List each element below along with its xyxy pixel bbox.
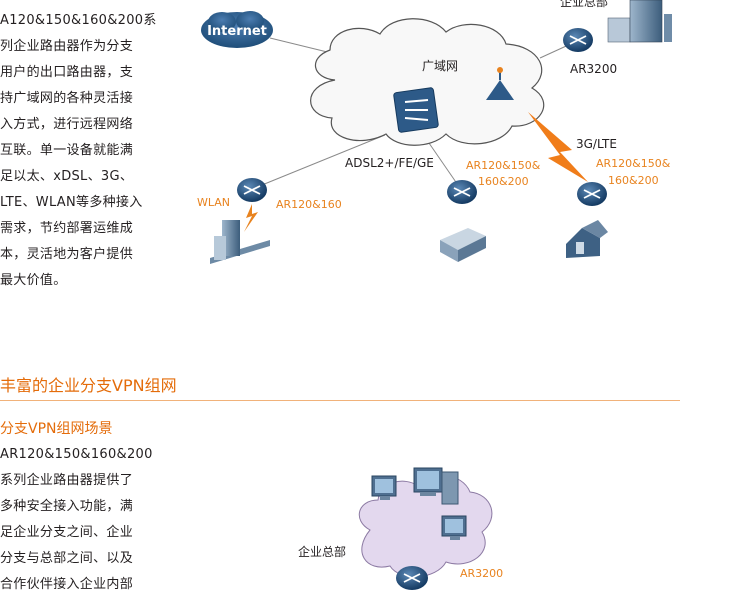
- core-switch-icon: [393, 87, 439, 133]
- branch3-router-label-line2: 160&200: [608, 174, 659, 187]
- branch2-router-label-line2: 160&200: [478, 175, 529, 188]
- branch2-router-label-line1: AR120&150&: [466, 159, 541, 172]
- wan-label: 广域网: [422, 59, 458, 73]
- wireless-tower-icon: [486, 67, 514, 100]
- branch1-router-label: AR120&160: [276, 198, 342, 211]
- branch2-building-icon: [440, 228, 486, 262]
- hq-label: 企业总部: [560, 0, 608, 9]
- branch1-building-icon: [210, 220, 270, 264]
- hq-router-label: AR3200: [570, 62, 617, 76]
- wireless-label: 3G/LTE: [576, 137, 617, 151]
- internet-cloud-icon: [201, 11, 273, 48]
- pc-icon-2: [413, 467, 459, 505]
- wan-network-diagram: Internet 广域网 AR3200 企业总部 3G/LTE AR120&15…: [197, 0, 672, 264]
- lightning-bolt-icon: [528, 112, 588, 182]
- pc-icon-3: [441, 515, 467, 540]
- vpn-hq-router-icon: [396, 566, 428, 590]
- internet-label: Internet: [207, 24, 267, 39]
- hq-router-icon: [563, 28, 593, 52]
- branch2-router-icon: [447, 180, 477, 204]
- branch1-router-icon: [237, 178, 267, 202]
- vpn-hq-label: 企业总部: [298, 544, 346, 559]
- wan-cloud-icon: [310, 18, 545, 146]
- intro-paragraph: A120&150&160&200系 列企业路由器作为分支 用户的出口路由器，支 …: [0, 13, 157, 288]
- hq-building-icon: [607, 0, 672, 43]
- section-subtitle: 分支VPN组网场景: [0, 421, 113, 437]
- branch3-house-icon: [566, 220, 608, 258]
- wlan-label: WLAN: [197, 196, 230, 209]
- vpn-hq-diagram: 企业总部 AR3200: [298, 467, 503, 590]
- vpn-hq-router-label: AR3200: [460, 567, 503, 580]
- branch3-router-icon: [577, 182, 607, 206]
- pc-icon-1: [371, 475, 397, 500]
- branch3-router-label-line1: AR120&150&: [596, 157, 671, 170]
- section-divider: [0, 400, 680, 401]
- adsl-label: ADSL2+/FE/GE: [345, 156, 434, 170]
- wlan-lightning-icon: [244, 204, 258, 232]
- section-title: 丰富的企业分支VPN组网: [0, 376, 177, 395]
